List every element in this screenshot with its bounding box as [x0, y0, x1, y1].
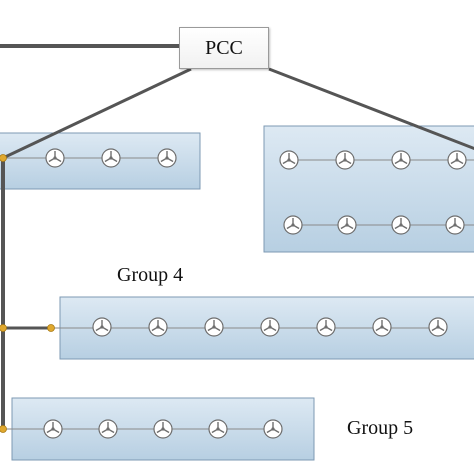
wind-turbine-icon	[335, 150, 355, 170]
wind-turbine-icon	[260, 317, 280, 337]
wind-turbine-icon	[45, 148, 65, 168]
wind-turbine-icon	[279, 150, 299, 170]
wind-turbine-icon	[445, 215, 465, 235]
feeder-to-left-groups	[2, 67, 192, 160]
wind-turbine-icon	[391, 215, 411, 235]
wind-turbine-icon	[101, 148, 121, 168]
wind-turbine-icon	[157, 148, 177, 168]
wind-turbine-icon	[153, 419, 173, 439]
wind-turbine-icon	[92, 317, 112, 337]
junction-dot-icon	[47, 324, 55, 332]
wind-turbine-icon	[263, 419, 283, 439]
wind-turbine-icon	[283, 215, 303, 235]
group-5-label: Group 5	[347, 417, 414, 439]
turbine-layer	[43, 148, 467, 439]
pcc-node: PCC	[179, 27, 269, 69]
wind-turbine-icon	[316, 317, 336, 337]
wind-turbine-icon	[98, 419, 118, 439]
wind-turbine-icon	[391, 150, 411, 170]
wind-turbine-icon	[208, 419, 228, 439]
feeder-to-right-group	[268, 67, 474, 151]
wind-turbine-icon	[337, 215, 357, 235]
junction-dot-icon	[0, 154, 7, 162]
wind-turbine-icon	[204, 317, 224, 337]
wind-turbine-icon	[43, 419, 63, 439]
wind-turbine-icon	[447, 150, 467, 170]
wind-turbine-icon	[428, 317, 448, 337]
wind-turbine-icon	[148, 317, 168, 337]
wind-turbine-icon	[372, 317, 392, 337]
pcc-label: PCC	[205, 36, 243, 59]
junction-dot-icon	[0, 324, 7, 332]
group-4-label: Group 4	[117, 264, 184, 286]
junction-dot-icon	[0, 425, 7, 433]
